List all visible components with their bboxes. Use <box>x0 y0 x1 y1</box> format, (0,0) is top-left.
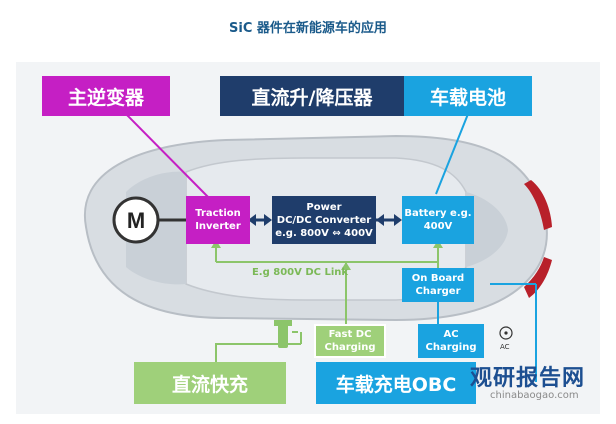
header-dcdc: 直流升/降压器 <box>220 76 404 116</box>
header-inverter: 主逆变器 <box>42 76 170 116</box>
car-windshield-front <box>466 192 508 267</box>
pointer-battery <box>435 113 469 195</box>
watermark-cn: 观研报告网 <box>470 366 586 391</box>
traction-inverter-block: Traction Inverter <box>186 196 250 244</box>
charging-plug-icon <box>274 320 298 348</box>
diagram-title: SiC 器件在新能源车的应用 <box>229 21 387 36</box>
car-tail-light <box>524 180 552 230</box>
onboard-charger-block: On Board Charger <box>402 268 474 302</box>
watermark-en: chinabaogao.com <box>490 390 579 401</box>
motor-label: M <box>127 208 145 233</box>
ac-charging-block: AC Charging <box>418 324 484 358</box>
label-dc-fast-charging: 直流快充 <box>134 362 286 404</box>
pointer-inverter <box>125 113 212 201</box>
header-battery: 车载电池 <box>404 76 532 116</box>
ac-socket-icon <box>499 326 513 340</box>
battery-block: Battery e.g. 400V <box>402 196 474 244</box>
label-obc: 车载充电OBC <box>316 362 476 404</box>
dc-link-label: E.g 800V DC Link <box>251 266 349 278</box>
dcdc-converter-block: Power DC/DC Converter e.g. 800V ⇔ 400V <box>272 196 376 244</box>
ac-socket-label: AC <box>500 343 510 351</box>
fast-dc-charging-block: Fast DC Charging <box>314 324 386 358</box>
diagram-panel: M 主逆变器 直流升/降压器 车载电池 Traction Inverter Po… <box>16 62 600 414</box>
car-tail-light-2 <box>524 257 552 298</box>
watermark: 观研报告网 chinabaogao.com <box>470 360 585 401</box>
motor-icon: M <box>112 196 160 244</box>
